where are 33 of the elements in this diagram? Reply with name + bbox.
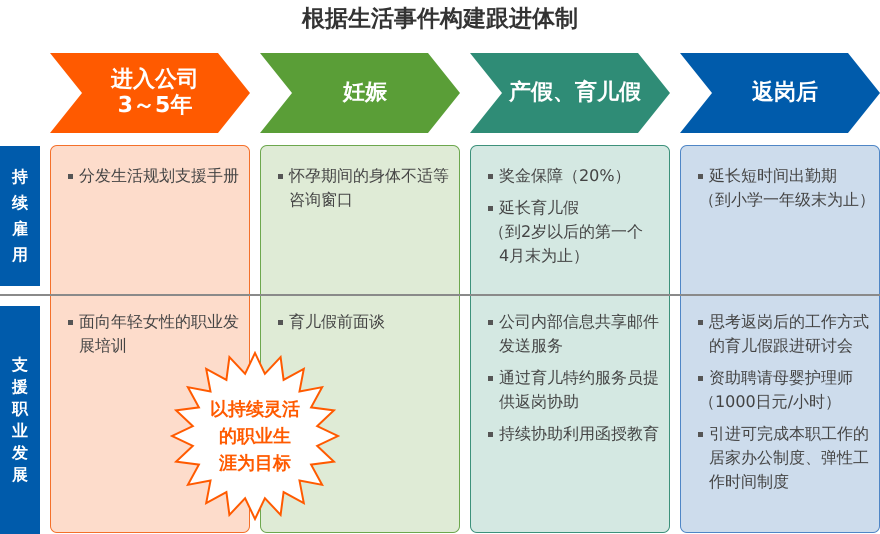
list-item: 面向年轻女性的职业发展培训 — [79, 311, 240, 357]
row-band — [0, 146, 40, 286]
list-item: 怀孕期间的身体不适等咨询窗口 — [289, 165, 450, 211]
stage-banner — [680, 53, 880, 133]
list-item: 资助聘请母婴护理师 — [709, 367, 854, 389]
row-label: 支援职业发展 — [12, 354, 28, 486]
item-note: （到2岁以后的第一个4月末为止） — [489, 221, 644, 267]
stage-label: 返岗后 — [752, 80, 818, 106]
list-item: 持续协助利用函授教育 — [499, 423, 660, 445]
list-item: 育儿假前面谈 — [289, 311, 386, 333]
column-panel — [680, 145, 880, 533]
stage-label: 进入公司3～5年 — [110, 67, 200, 119]
item-note: （1000日元/小时） — [699, 391, 842, 413]
list-item: 公司内部信息共享邮件发送服务 — [499, 311, 660, 357]
stage-label: 妊娠 — [343, 80, 387, 106]
stage-banner — [50, 53, 250, 133]
stage-banner — [260, 53, 460, 133]
item-note: （到小学一年级末为止） — [699, 189, 876, 211]
row-label: 持续雇用 — [12, 166, 28, 266]
row-band — [0, 306, 40, 534]
list-item: 延长短时间出勤期 — [709, 165, 838, 187]
list-item: 分发生活规划支援手册 — [79, 165, 240, 187]
list-item: 通过育儿特约服务员提供返岗协助 — [499, 367, 660, 413]
list-item: 奖金保障（20%） — [499, 165, 632, 187]
list-item: 延长育儿假 — [499, 197, 580, 219]
diagram-title: 根据生活事件构建跟进体制 — [302, 5, 578, 34]
badge-text: 以持续灵活的职业生涯为目标 — [208, 398, 301, 476]
list-item: 思考返岗后的工作方式的育儿假跟进研讨会 — [709, 311, 870, 357]
column-panel — [470, 145, 670, 533]
stage-banner — [470, 53, 670, 133]
stage-label: 产假、育儿假 — [509, 80, 641, 106]
starburst-badge — [170, 351, 340, 521]
list-item: 引进可完成本职工作的居家办公制度、弹性工作时间制度 — [709, 423, 870, 493]
